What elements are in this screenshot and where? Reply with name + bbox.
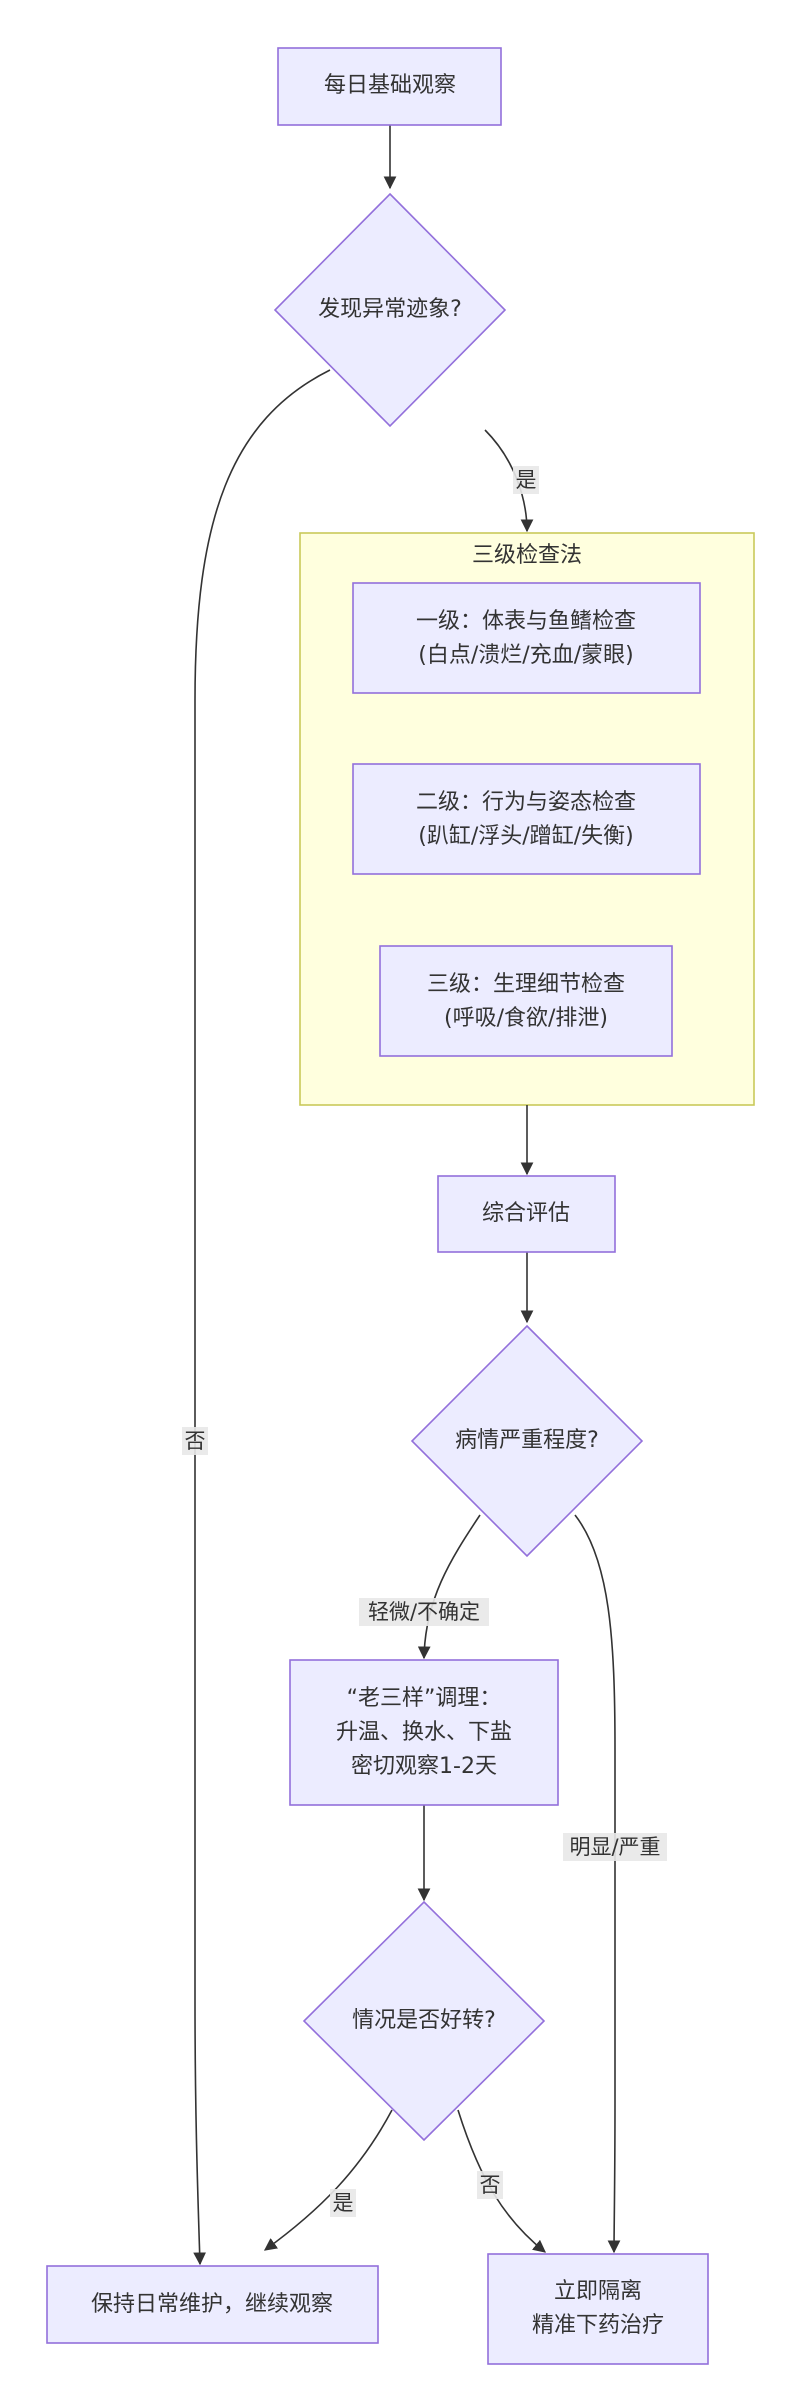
edge-label-yes-2: 是: [333, 2191, 354, 2215]
node-level-2-check: 二级：行为与姿态检查 (趴缸/浮头/蹭缸/失衡): [352, 763, 701, 875]
node-isolate-treat-line-1: 立即隔离: [554, 2279, 642, 2304]
decision-improvement: 情况是否好转?: [302, 1900, 546, 2142]
node-daily-observation-label: 每日基础观察: [324, 73, 456, 98]
edge-label-yes-1: 是: [516, 468, 537, 492]
edges: [193, 125, 621, 2266]
edge-no-to-maintain: [193, 369, 331, 2266]
edge-severe-to-treat: [574, 1514, 621, 2254]
node-daily-observation: 每日基础观察: [277, 47, 502, 126]
edge-label-severe: 明显/严重: [569, 1835, 660, 1859]
edge-label-no-2: 否: [480, 2173, 501, 2197]
edge-labels: 是 否 轻微/不确定 明显/严重 是 否: [182, 466, 667, 2217]
edge-label-no-1: 否: [185, 1429, 206, 1453]
edge-label-mild: 轻微/不确定: [368, 1600, 480, 1624]
node-level-3-line-2: (呼吸/食欲/排泄): [444, 1006, 608, 1031]
decision-abnormal-signs-label: 发现异常迹象?: [318, 297, 462, 322]
node-level-1-line-1: 一级：体表与鱼鳍检查: [416, 609, 636, 634]
cluster-title: 三级检查法: [472, 543, 582, 568]
node-isolate-treat: 立即隔离 精准下药治疗: [487, 2253, 709, 2365]
node-comprehensive-assessment: 综合评估: [437, 1175, 616, 1253]
node-level-2-line-1: 二级：行为与姿态检查: [416, 790, 636, 815]
decision-severity: 病情严重程度?: [410, 1324, 644, 1558]
node-level-3-line-1: 三级：生理细节检查: [427, 972, 625, 997]
decision-severity-label: 病情严重程度?: [455, 1428, 599, 1453]
node-level-3-check: 三级：生理细节检查 (呼吸/食欲/排泄): [379, 945, 673, 1057]
node-level-1-line-2: (白点/溃烂/充血/蒙眼): [418, 643, 633, 668]
node-comprehensive-assessment-label: 综合评估: [482, 1201, 570, 1226]
node-old-three-line-3: 密切观察1-2天: [351, 1754, 497, 1779]
edge-yes-to-maintain: [263, 2109, 393, 2251]
node-maintain-observation-label: 保持日常维护，继续观察: [91, 2292, 333, 2317]
node-old-three-treatment: “老三样”调理： 升温、换水、下盐 密切观察1-2天: [289, 1659, 559, 1806]
node-isolate-treat-line-2: 精准下药治疗: [532, 2313, 664, 2338]
node-old-three-line-1: “老三样”调理：: [347, 1686, 502, 1711]
edge-mild-to-care: [417, 1514, 481, 1660]
node-level-2-line-2: (趴缸/浮头/蹭缸/失衡): [418, 824, 633, 849]
node-maintain-observation: 保持日常维护，继续观察: [46, 2265, 379, 2344]
decision-improvement-label: 情况是否好转?: [352, 2008, 496, 2033]
node-old-three-line-2: 升温、换水、下盐: [336, 1720, 512, 1745]
node-level-1-check: 一级：体表与鱼鳍检查 (白点/溃烂/充血/蒙眼): [352, 582, 701, 694]
decision-abnormal-signs: 发现异常迹象?: [273, 192, 507, 428]
